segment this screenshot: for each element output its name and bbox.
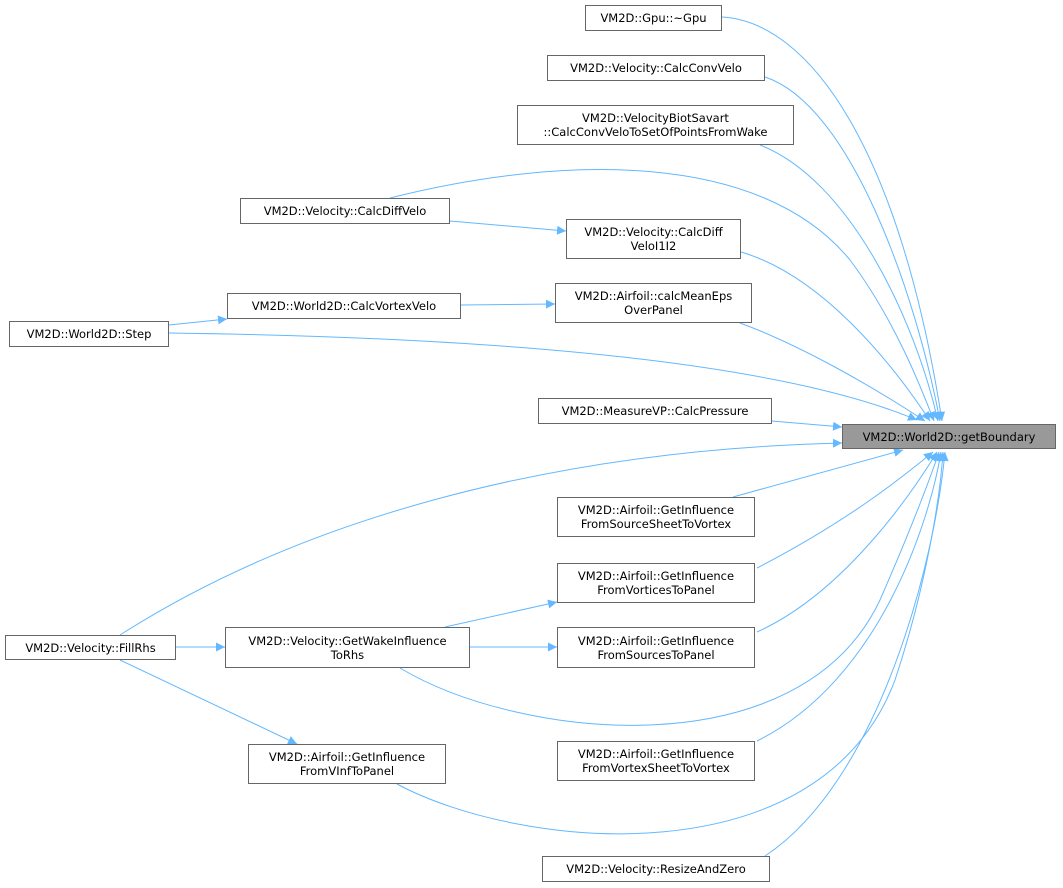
node-label: VM2D::Velocity::CalcConvVelo	[570, 61, 742, 75]
edge-calcmeaneps-getboundary	[739, 322, 926, 422]
node-label: VM2D::World2D::getBoundary	[862, 429, 1036, 444]
node-label: VM2D::Airfoil::GetInfluence	[577, 633, 735, 648]
node-calcdiffvelo[interactable]: VM2D::Velocity::CalcDiffVelo	[240, 198, 450, 224]
edge-gpu-getboundary	[721, 16, 946, 422]
node-fillrhs[interactable]: VM2D::Velocity::FillRhs	[5, 635, 176, 660]
node-label: ToRhs	[330, 647, 365, 662]
node-label: VM2D::Airfoil::GetInfluence	[577, 569, 735, 583]
edge-calcdiffveloi1i2-getboundary	[740, 251, 931, 422]
edge-getwake-vorticestopanel	[444, 599, 558, 628]
edge-sourcestopanel-getboundary	[756, 451, 938, 633]
node-label: VM2D::Velocity::ResizeAndZero	[566, 862, 746, 876]
edge-fillrhs-getboundary	[119, 438, 843, 636]
node-label: VM2D::World2D::Step	[26, 327, 152, 341]
node-label: VeloI1I2	[630, 239, 677, 253]
node-step[interactable]: VM2D::World2D::Step	[9, 321, 169, 347]
node-resizeandzero[interactable]: VM2D::Velocity::ResizeAndZero	[542, 856, 770, 882]
edge-calcvortexvelo-calcmeaneps	[460, 299, 556, 309]
node-label: VM2D::World2D::CalcVortexVelo	[251, 299, 437, 313]
node-label: VM2D::Airfoil::GetInfluence	[577, 503, 735, 517]
node-label: FromVInfToPanel	[299, 764, 395, 778]
edge-vorticestopanel-getboundary	[756, 451, 934, 569]
edge-calcdiffvelo-getboundary	[389, 169, 935, 422]
node-label: VM2D::Airfoil::calcMeanEps	[574, 289, 733, 303]
edge-calcconvvelo-getboundary	[764, 76, 943, 422]
edge-calcpressure-getboundary	[771, 420, 843, 431]
node-label: ::CalcConvVeloToSetOfPointsFromWake	[543, 125, 768, 139]
node-gpu-destructor[interactable]: VM2D::Gpu::~Gpu	[585, 5, 722, 31]
node-label: FromVortexSheetToVortex	[582, 761, 730, 775]
edge-biotsavart-getboundary	[759, 144, 941, 422]
edge-vortexsheet-getboundary	[756, 451, 945, 742]
edge-fillrhs-vinftopanel	[119, 659, 298, 745]
node-label: VM2D::VelocityBiotSavart	[582, 111, 729, 125]
node-calcconvvelo[interactable]: VM2D::Velocity::CalcConvVelo	[547, 55, 765, 81]
edge-step-calcvortexvelo	[168, 315, 228, 326]
edge-sourcesheet-getboundary	[732, 448, 904, 498]
node-getboundary[interactable]: VM2D::World2D::getBoundary	[842, 424, 1056, 449]
node-calcpressure[interactable]: VM2D::MeasureVP::CalcPressure	[538, 398, 772, 424]
node-calcvortexvelo[interactable]: VM2D::World2D::CalcVortexVelo	[227, 293, 461, 319]
node-label: VM2D::Gpu::~Gpu	[600, 11, 707, 25]
node-label: VM2D::Velocity::CalcDiff	[584, 225, 723, 239]
edge-resizeandzero-getboundary	[764, 451, 949, 857]
node-label: VM2D::Velocity::CalcDiffVelo	[263, 204, 427, 218]
node-label: VM2D::Velocity::FillRhs	[25, 640, 156, 655]
node-label: VM2D::Velocity::GetWakeInfluence	[248, 633, 447, 648]
node-label: VM2D::MeasureVP::CalcPressure	[561, 404, 749, 418]
node-label: VM2D::Airfoil::GetInfluence	[268, 750, 426, 764]
edge-getwake-getboundary	[399, 451, 941, 726]
node-label: FromVorticesToPanel	[597, 583, 715, 597]
node-label: VM2D::Airfoil::GetInfluence	[577, 747, 735, 761]
node-label: FromSourcesToPanel	[597, 647, 715, 662]
node-biotsavart-calcconvvelotosetofpointsfromwake[interactable]: VM2D::VelocityBiotSavart::CalcConvVeloTo…	[517, 105, 794, 145]
node-label: FromSourceSheetToVortex	[580, 517, 732, 531]
edge-calcdiffvelo-calcdiffveloi1i2	[449, 220, 567, 235]
edge-step-getboundary	[168, 332, 918, 421]
node-label: OverPanel	[624, 303, 683, 317]
